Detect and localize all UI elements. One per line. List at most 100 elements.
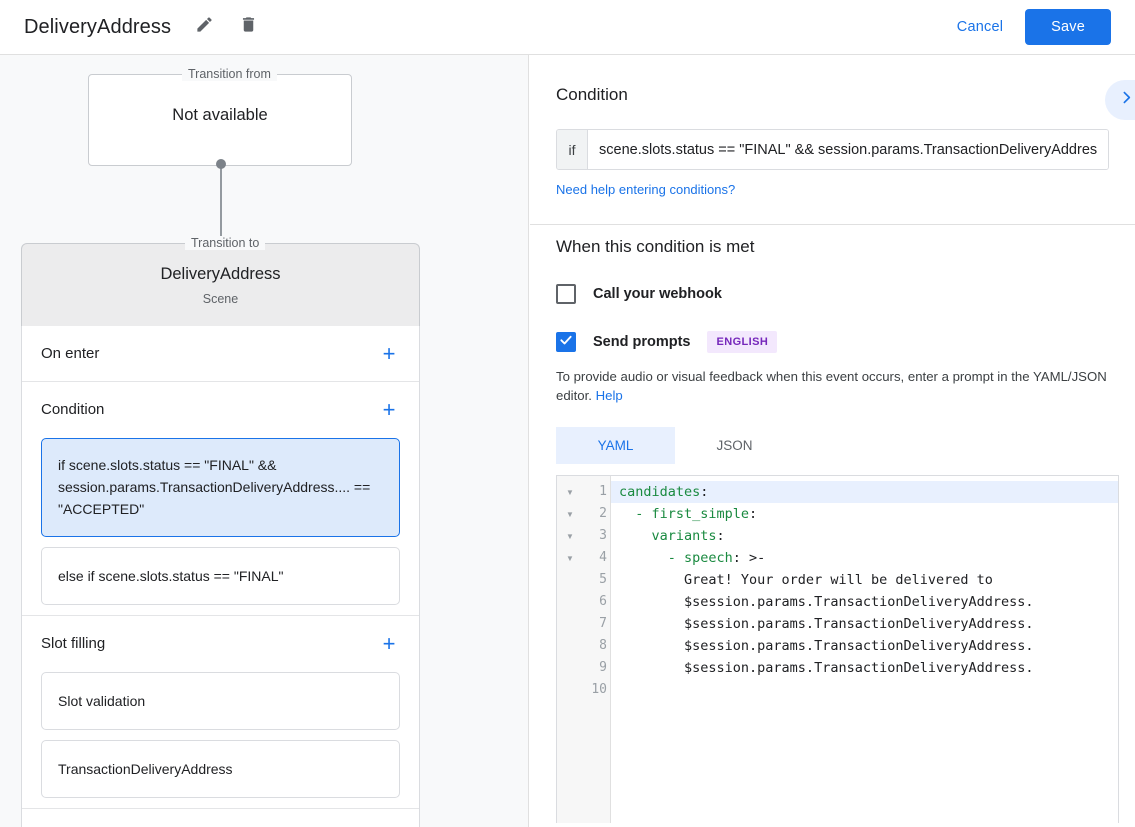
line-number: 3 xyxy=(599,528,607,543)
section-condition-body: if scene.slots.status == "FINAL" && sess… xyxy=(22,437,419,605)
line-number: 6 xyxy=(599,594,607,609)
prompts-description-text: To provide audio or visual feedback when… xyxy=(556,369,1107,403)
line-number: 2 xyxy=(599,506,607,521)
section-condition-label: Condition xyxy=(41,401,105,418)
code-key: variants xyxy=(619,528,717,544)
section-slot-filling-label: Slot filling xyxy=(41,635,106,652)
section-on-enter[interactable]: On enter + xyxy=(22,326,419,381)
prompts-description: To provide audio or visual feedback when… xyxy=(556,367,1109,405)
section-slot-filling-body: Slot validation TransactionDeliveryAddre… xyxy=(22,671,419,798)
right-panel: Condition if Need help entering conditio… xyxy=(530,55,1135,827)
code-text: $session.params.TransactionDeliveryAddre… xyxy=(619,594,1034,610)
transition-to-legend: Transition to xyxy=(185,236,266,250)
code-line[interactable]: $session.params.TransactionDeliveryAddre… xyxy=(611,635,1118,657)
fold-toggle-icon[interactable]: ▼ xyxy=(566,487,574,497)
section-slot-filling[interactable]: Slot filling + xyxy=(22,616,419,671)
add-condition-icon[interactable]: + xyxy=(382,396,396,422)
fold-toggle-icon[interactable]: ▼ xyxy=(566,553,574,563)
edit-button[interactable] xyxy=(187,10,221,44)
condition-item-else-if[interactable]: else if scene.slots.status == "FINAL" xyxy=(41,547,400,605)
code-text: $session.params.TransactionDeliveryAddre… xyxy=(619,638,1034,654)
divider xyxy=(22,381,419,382)
code-line[interactable]: variants: xyxy=(611,525,1118,547)
condition-item-selected[interactable]: if scene.slots.status == "FINAL" && sess… xyxy=(41,438,400,537)
add-custom-intent-icon[interactable]: + xyxy=(377,825,401,827)
cancel-button[interactable]: Cancel xyxy=(943,10,1017,44)
fold-spacer xyxy=(557,635,583,657)
when-condition-met-heading: When this condition is met xyxy=(556,237,755,256)
section-on-enter-label: On enter xyxy=(41,345,100,362)
code-punct: : xyxy=(749,506,758,522)
editor-code-area[interactable]: candidates: - first_simple: variants: - … xyxy=(611,476,1118,823)
chevron-right-icon xyxy=(1118,89,1135,111)
divider xyxy=(22,808,419,809)
code-punct: : >- xyxy=(732,550,766,566)
when-condition-met-section: When this condition is met Call your web… xyxy=(530,215,1135,823)
code-line[interactable]: $session.params.TransactionDeliveryAddre… xyxy=(611,613,1118,635)
transition-from-box: Transition from Not available xyxy=(88,67,352,166)
line-number: 8 xyxy=(599,638,607,653)
line-number: 10 xyxy=(591,682,607,697)
divider xyxy=(22,615,419,616)
code-line[interactable]: $session.params.TransactionDeliveryAddre… xyxy=(611,591,1118,613)
save-button[interactable]: Save xyxy=(1025,9,1111,45)
line-number: 7 xyxy=(599,616,607,631)
fold-toggle-icon[interactable]: ▼ xyxy=(566,531,574,541)
webhook-row[interactable]: Call your webhook xyxy=(556,284,1109,304)
condition-expression-row: if xyxy=(556,129,1109,170)
transition-from-value: Not available xyxy=(172,106,268,124)
code-key: - first_simple xyxy=(619,506,750,522)
send-prompts-checkbox[interactable] xyxy=(556,332,576,352)
editor-fold-column: ▼ ▼ ▼ ▼ xyxy=(557,476,583,823)
condition-section: Condition if Need help entering conditio… xyxy=(530,55,1135,199)
section-condition[interactable]: Condition + xyxy=(22,382,419,437)
code-line[interactable] xyxy=(611,679,1118,701)
fold-toggle-icon[interactable]: ▼ xyxy=(566,509,574,519)
condition-expression-input[interactable] xyxy=(588,130,1108,169)
call-webhook-checkbox[interactable] xyxy=(556,284,576,304)
code-text: Great! Your order will be delivered to xyxy=(619,572,993,588)
code-key: candidates xyxy=(619,484,701,500)
code-line[interactable]: - first_simple: xyxy=(611,503,1118,525)
line-number: 1 xyxy=(599,484,607,499)
call-webhook-label: Call your webhook xyxy=(593,286,722,302)
collapse-panel-button[interactable] xyxy=(1105,80,1135,120)
fold-spacer xyxy=(557,591,583,613)
add-slot-filling-icon[interactable]: + xyxy=(382,630,396,656)
language-badge: ENGLISH xyxy=(707,331,778,353)
if-label: if xyxy=(557,130,588,169)
transition-to-value: DeliveryAddress xyxy=(160,265,281,283)
send-prompts-row[interactable]: Send prompts ENGLISH xyxy=(556,331,1109,353)
slot-item-transaction-delivery-address[interactable]: TransactionDeliveryAddress xyxy=(41,740,400,798)
code-line[interactable]: - speech: >- xyxy=(611,547,1118,569)
code-line[interactable]: Great! Your order will be delivered to xyxy=(611,569,1118,591)
scene-sections-card: On enter + Condition + if scene.slots.st… xyxy=(21,326,420,827)
delete-button[interactable] xyxy=(231,10,265,44)
line-number: 5 xyxy=(599,572,607,587)
code-text: $session.params.TransactionDeliveryAddre… xyxy=(619,660,1034,676)
code-punct: : xyxy=(716,528,725,544)
code-line[interactable]: $session.params.TransactionDeliveryAddre… xyxy=(611,657,1118,679)
fold-spacer xyxy=(557,613,583,635)
transition-to-box: Transition to DeliveryAddress Scene xyxy=(21,236,420,326)
prompts-help-link[interactable]: Help xyxy=(595,388,623,403)
section-custom-intent-handling[interactable]: Custom intent handling + xyxy=(22,809,419,827)
transition-from-legend: Transition from xyxy=(182,67,277,81)
page-title: DeliveryAddress xyxy=(24,15,172,38)
editor-format-tabs: YAML JSON xyxy=(556,427,1109,464)
fold-spacer xyxy=(557,657,583,679)
fold-spacer xyxy=(557,569,583,591)
add-on-enter-icon[interactable]: + xyxy=(382,340,396,366)
left-panel: Transition from Not available Transition… xyxy=(0,55,529,827)
slot-validation-item[interactable]: Slot validation xyxy=(41,672,400,730)
line-number: 4 xyxy=(599,550,607,565)
trash-icon xyxy=(239,15,258,39)
condition-help-link[interactable]: Need help entering conditions? xyxy=(556,182,736,197)
pencil-icon xyxy=(195,15,214,39)
transition-to-subtitle: Scene xyxy=(202,292,239,306)
tab-yaml[interactable]: YAML xyxy=(556,427,675,464)
code-line[interactable]: candidates: xyxy=(611,481,1118,503)
tab-json[interactable]: JSON xyxy=(716,438,753,453)
